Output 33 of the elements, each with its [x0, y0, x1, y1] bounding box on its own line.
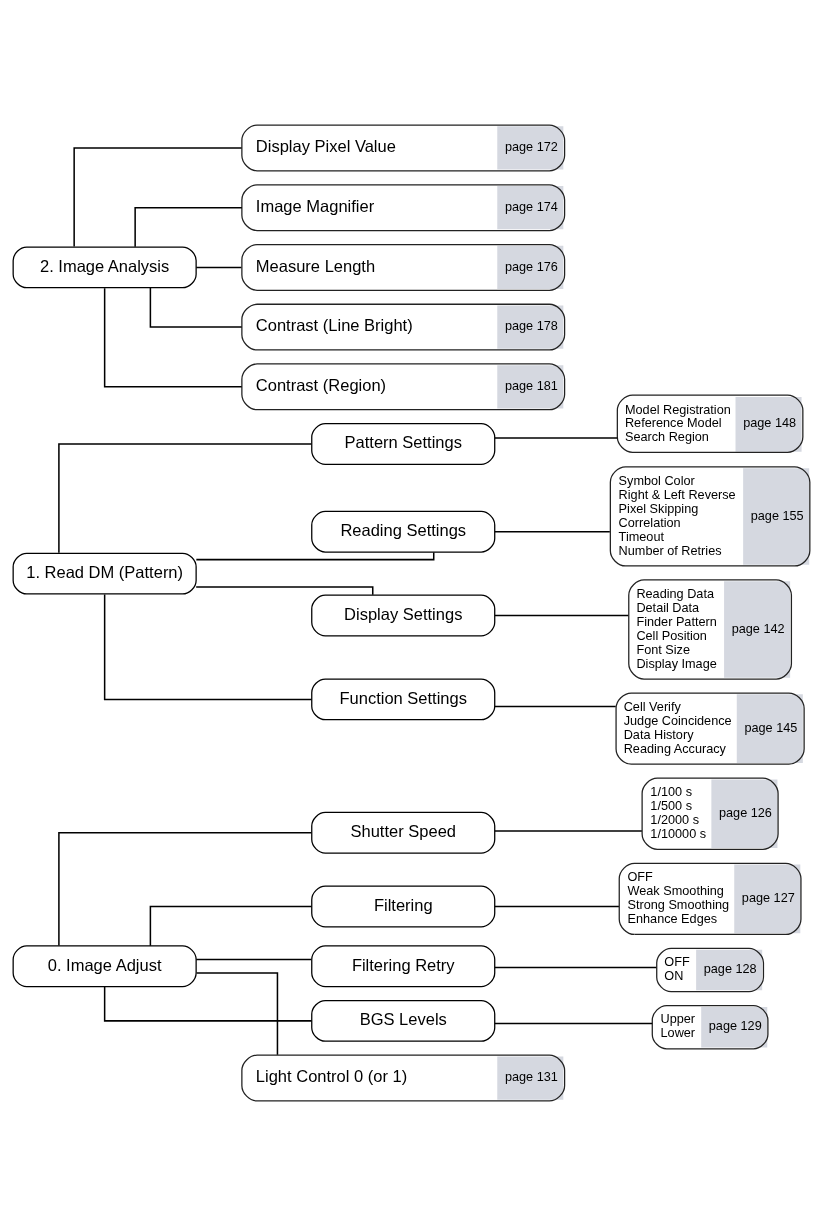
connector [58, 831, 313, 946]
connector [195, 971, 279, 1055]
node-box: BGS Levels [311, 999, 496, 1042]
connector [103, 985, 313, 1022]
node-box: Shutter Speed [311, 811, 496, 854]
connector [195, 266, 243, 268]
node-box: 0. Image Adjust [12, 944, 197, 987]
node-box: Filtering Retry [311, 944, 496, 987]
connector [494, 436, 619, 439]
connector [195, 958, 313, 960]
connector [134, 206, 243, 248]
node-box: Reading Settings [311, 510, 496, 553]
connector [195, 551, 435, 560]
connector [494, 705, 617, 707]
connector [494, 829, 643, 832]
connector [149, 286, 243, 328]
connector [103, 286, 243, 388]
connector [149, 905, 313, 946]
node-box: 1. Read DM (Pattern) [12, 552, 197, 595]
connector [73, 146, 243, 247]
connector [494, 530, 611, 532]
connector [195, 585, 374, 596]
node-box: Pattern Settings [311, 422, 496, 465]
node-box: 2. Image Analysis [12, 245, 197, 288]
connector [494, 1022, 653, 1024]
connector [494, 966, 658, 968]
connector [494, 614, 630, 616]
node-box: Display Settings [311, 594, 496, 636]
node-box: Filtering [311, 885, 496, 927]
node-box: Function Settings [311, 677, 496, 720]
connector [58, 442, 313, 554]
connector [494, 905, 620, 907]
connector [103, 593, 313, 700]
